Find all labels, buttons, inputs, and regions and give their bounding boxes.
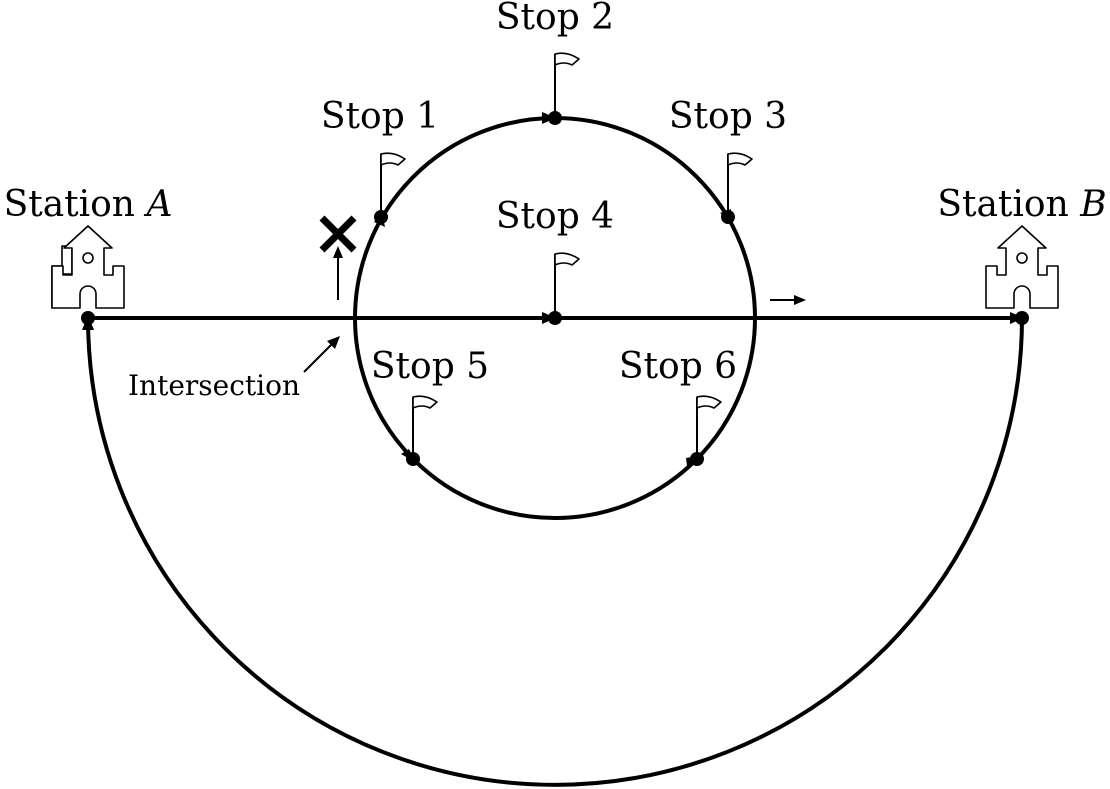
- up-arrow-icon: [333, 246, 343, 300]
- arrowhead-stop-2: [542, 112, 556, 124]
- arrowhead-station-b: [1010, 312, 1024, 324]
- intersection-label: Intersection: [128, 369, 300, 402]
- station-b: Station B: [937, 184, 1107, 325]
- flag-icon: [412, 395, 438, 457]
- stop-2: Stop 2: [496, 0, 614, 125]
- intersection-annotation: Intersection: [128, 336, 340, 402]
- direction-arrowheads: [82, 112, 1024, 466]
- arrowhead-stop-1: [374, 213, 385, 227]
- stop-5-label: Stop 5: [371, 346, 489, 387]
- stop-3-label: Stop 3: [669, 96, 787, 137]
- stop-2-label: Stop 2: [496, 0, 614, 38]
- arrowhead-stop-5: [401, 449, 416, 463]
- closed-marker: [319, 215, 357, 300]
- station-b-label: Station B: [937, 184, 1106, 225]
- flag-icon: [380, 152, 406, 214]
- stop-6-node: [690, 452, 704, 466]
- stop-1: Stop 1: [321, 96, 439, 224]
- flag-icon: [554, 252, 580, 316]
- stop-1-label: Stop 1: [321, 96, 439, 137]
- station-a-label: Station A: [4, 184, 173, 225]
- stop-3: Stop 3: [669, 96, 787, 224]
- castle-building-icon: [985, 225, 1059, 309]
- stop-4-label: Stop 4: [496, 196, 614, 237]
- flag-icon: [696, 395, 722, 457]
- stop-6: Stop 6: [619, 346, 737, 466]
- arrowhead-stop-6: [686, 456, 699, 466]
- stop-4: Stop 4: [496, 196, 614, 325]
- flag-icon: [554, 52, 580, 116]
- arrowhead-station-a: [82, 315, 94, 330]
- direction-arrow: [770, 295, 806, 305]
- arrowhead-stop-4: [542, 312, 556, 324]
- stop-5: Stop 5: [371, 346, 489, 466]
- arrowhead-stop-3: [720, 209, 731, 221]
- flag-icon: [727, 152, 753, 214]
- castle-building-icon: [51, 225, 125, 309]
- intersection-arrowhead: [327, 336, 340, 349]
- stop-6-label: Stop 6: [619, 346, 737, 387]
- outer-arc-track: [86, 317, 1024, 787]
- x-cross-icon: [319, 215, 357, 253]
- station-a: Station A: [4, 184, 173, 325]
